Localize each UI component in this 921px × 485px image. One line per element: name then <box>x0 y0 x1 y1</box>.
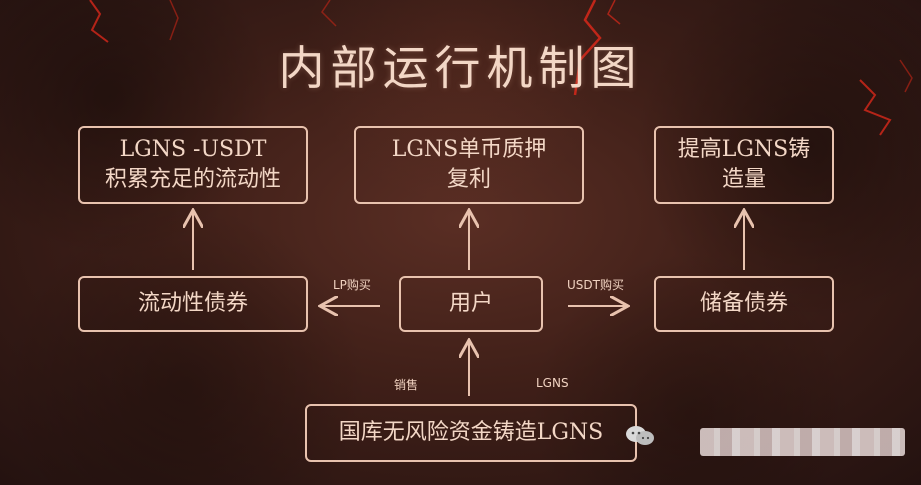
pixelated-watermark <box>700 428 905 456</box>
wechat-icon <box>625 425 655 447</box>
edge-label-lgns: LGNS <box>536 376 569 390</box>
edge-label-sell: 销售 <box>394 376 418 393</box>
edge-label-lp-buy: LP购买 <box>333 276 371 293</box>
edge-label-usdt-buy: USDT购买 <box>567 276 624 293</box>
